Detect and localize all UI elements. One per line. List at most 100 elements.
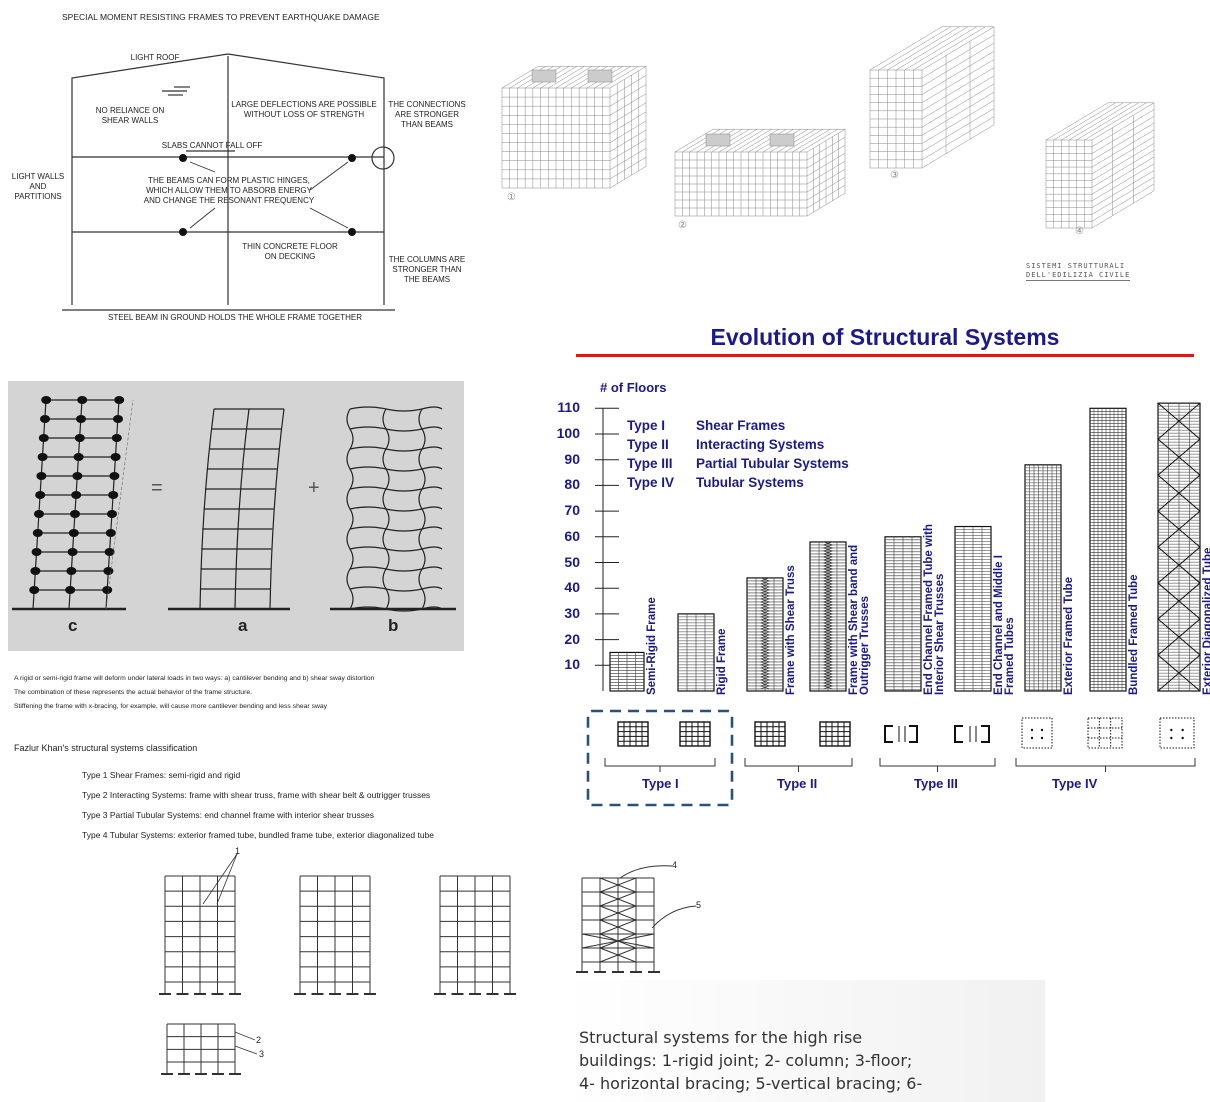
truss-brace: [823, 565, 833, 570]
truss-brace: [760, 622, 770, 627]
label-large-deflections: LARGE DEFLECTIONS ARE POSSIBLE WITHOUT L…: [231, 100, 377, 119]
truss-brace: [760, 673, 770, 678]
truss-brace: [760, 655, 770, 660]
plan-dot: [1170, 736, 1173, 740]
diagonal-brace: [1157, 438, 1201, 476]
plan-channel: [909, 725, 918, 743]
group-label-type-2: Type II: [777, 776, 818, 791]
truss-brace: [760, 661, 770, 666]
truss-brace: [760, 595, 770, 600]
group-label-type-4: Type IV: [1052, 776, 1098, 791]
sketch-line: [609, 93, 647, 116]
frame-b-beam: [349, 406, 443, 412]
truss-brace: [823, 649, 833, 654]
building-sketches: [501, 26, 1155, 229]
plan-channel: [981, 725, 990, 743]
truss-brace: [760, 679, 770, 684]
truss-brace: [823, 679, 833, 684]
khan-row: Type 2 Interacting Systems: frame with s…: [82, 790, 431, 800]
sketch-line: [1076, 102, 1139, 141]
sketch-line: [921, 108, 995, 152]
x-brace: [599, 877, 637, 893]
seismic-panel: SPECIAL MOMENT RESISTING FRAMES TO PREVE…: [0, 0, 480, 330]
sketch-line: [1091, 122, 1155, 161]
joint-dot: [77, 396, 88, 404]
frame-c-joints: [29, 396, 125, 594]
plan-icon: [617, 721, 649, 747]
legend-type: Type III: [627, 456, 673, 471]
khan-row: Type 3 Partial Tubular Systems: end chan…: [82, 810, 374, 820]
deformation-note: Stiffening the frame with x-bracing, for…: [14, 703, 328, 710]
sketch-line: [1091, 177, 1155, 215]
y-tick-label: 60: [564, 527, 580, 544]
frames-caption-line: buildings: 1-rigid joint; 2- column; 3-f…: [579, 1051, 913, 1070]
sketch-face: [501, 66, 646, 89]
truss-brace: [823, 562, 833, 567]
joint-dot: [113, 415, 123, 423]
sketch-line: [609, 120, 647, 143]
label-light-walls: LIGHT WALLS AND PARTITIONS: [11, 172, 65, 201]
group-bracket: [604, 758, 716, 772]
diagonal-brace: [1157, 582, 1201, 620]
truss-brace: [823, 661, 833, 666]
frame-b-column: [346, 408, 354, 610]
truss-brace: [823, 619, 833, 624]
sketch-line: [921, 83, 995, 128]
truss-brace: [823, 559, 833, 564]
truss-brace: [823, 547, 833, 552]
sketch-line: [1091, 136, 1155, 175]
legend-type: Type IV: [627, 475, 675, 490]
frames-caption-line: 4- horizontal bracing; 5-vertical bracin…: [579, 1074, 923, 1093]
truss-brace: [760, 670, 770, 675]
sketch-line: [1068, 102, 1132, 141]
truss-brace: [823, 676, 833, 681]
sketch-penthouse: [705, 133, 731, 147]
frame-c-column: [32, 399, 47, 610]
truss-brace: [823, 670, 833, 675]
sketch-line: [548, 66, 585, 89]
leader: [651, 905, 697, 929]
sketch-line: [609, 157, 647, 180]
truss-brace: [760, 652, 770, 657]
sketch-building-1: [501, 65, 647, 189]
sketch-line: [555, 66, 593, 89]
legend-type: Type I: [627, 418, 666, 433]
plan-outline: [617, 721, 649, 747]
sketch-line: [1084, 102, 1147, 141]
truss-brace: [760, 604, 770, 609]
frame-c-column: [68, 399, 83, 610]
sketch-line: [748, 128, 787, 153]
sketch-line: [921, 116, 995, 161]
truss-brace: [760, 616, 770, 621]
hinge-dot: [348, 154, 356, 162]
leader: [216, 853, 238, 905]
sketch-line: [718, 128, 758, 153]
khan-rows: Type 1 Shear Frames: semi-rigid and rigi…: [82, 765, 434, 845]
diagonal-brace: [1157, 654, 1201, 692]
truss-brace: [823, 673, 833, 678]
leader: [234, 1045, 258, 1055]
frame-b-beam: [349, 446, 443, 452]
diagonal-brace: [1157, 402, 1201, 440]
sketch-line: [777, 128, 816, 153]
sketches-panel: ① ② ③ ④ SISTEMI STRUTTURALI DELL'EDILIZI…: [480, 0, 1210, 320]
building-label: End Channel Framed Tube with Interior Sh…: [923, 523, 946, 695]
y-tick-label: 100: [556, 425, 580, 441]
x-brace: [581, 933, 655, 949]
x-brace: [599, 891, 637, 907]
truss-brace: [823, 682, 833, 687]
joint-dot: [38, 434, 49, 442]
sketch-penthouse: [769, 133, 795, 147]
sketch-line: [784, 128, 824, 153]
joint-dot: [40, 415, 50, 423]
frames-panel: 1 2 3: [155, 842, 535, 1102]
frame-b-beam: [349, 426, 443, 432]
evolution-title: Evolution of Structural Systems: [710, 324, 1060, 350]
truss-brace: [823, 610, 833, 615]
joint-dot: [109, 472, 120, 480]
frame-b-column: [382, 408, 390, 610]
frame-c-column: [105, 399, 120, 610]
x-brace: [599, 919, 637, 935]
braced-frame: [576, 877, 660, 973]
